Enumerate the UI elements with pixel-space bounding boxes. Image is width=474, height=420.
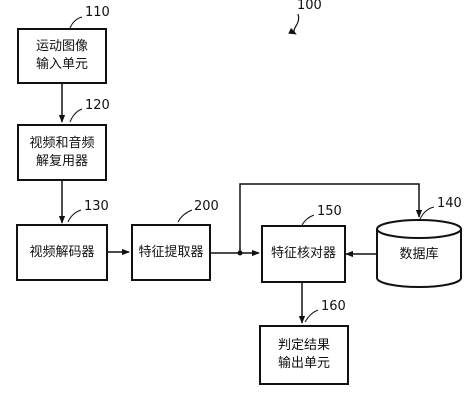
ref-200: 200 [194,199,219,214]
feature-extractor: 特征提取器 [131,224,211,281]
leader-120 [69,108,83,123]
feature-matcher-label: 特征核对器 [270,246,336,261]
ref-130: 130 [84,199,109,214]
leader-160 [304,309,319,323]
database-label: 数据库 [399,247,439,262]
ref-150: 150 [317,204,342,219]
video-audio-demultiplexer: 视频和音频 解复用器 [17,124,107,181]
figure-ref-arrow [288,13,300,35]
video-decoder: 视频解码器 [16,224,108,281]
database-cylinder [376,219,462,288]
video-audio-demultiplexer-label: 视频和音频 解复用器 [29,135,95,169]
figure-ref-100: 100 [297,0,322,13]
video-decoder-label: 视频解码器 [29,244,95,260]
leader-200 [177,209,193,223]
database-label-area: 数据库 [379,240,459,270]
feature-extractor-label: 特征提取器 [138,244,204,260]
motion-image-input-unit-label: 运动图像 输入单元 [35,39,88,72]
ref-160: 160 [321,299,346,314]
decision-result-output-unit-label: 判定结果 输出单元 [277,338,330,371]
edge-200-140 [239,183,423,253]
feature-matcher: 特征核对器 [261,225,346,283]
decision-result-output-unit: 判定结果 输出单元 [259,325,349,385]
ref-140: 140 [437,196,462,211]
leader-130 [67,209,82,223]
leader-150 [301,214,315,226]
ref-110: 110 [85,5,110,20]
leader-140 [419,206,435,220]
ref-120: 120 [85,98,110,113]
leader-110 [69,16,83,29]
motion-image-input-unit: 运动图像 输入单元 [17,28,107,84]
